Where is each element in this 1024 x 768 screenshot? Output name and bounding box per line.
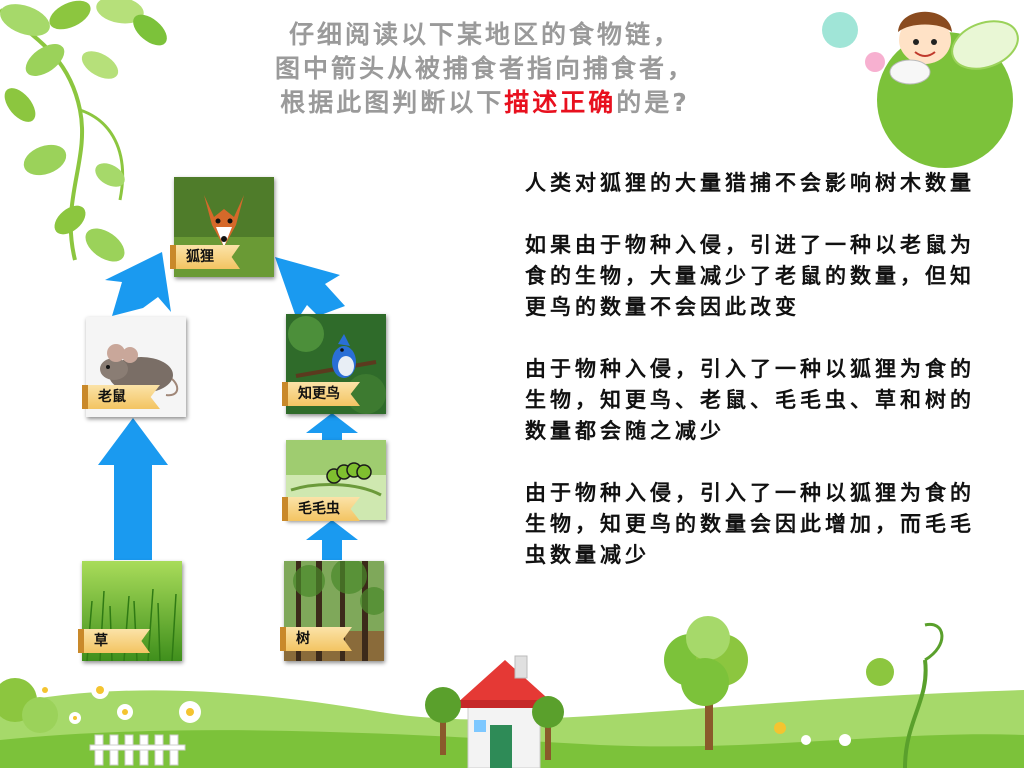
vine-decoration: [0, 0, 167, 262]
caterpillar-label: 毛毛虫: [282, 497, 360, 521]
question-line-1: 仔细阅读以下某地区的食物链，: [288, 20, 681, 49]
question-highlight: 描述正确: [504, 88, 617, 117]
option-c[interactable]: 由于物种入侵，引入了一种以狐狸为食的生物，知更鸟、老鼠、毛毛虫、草和树的数量都会…: [525, 357, 975, 443]
arrow-robin-to-fox: [275, 257, 345, 320]
child-mascot: [822, 11, 1019, 168]
landscape-decoration: [0, 616, 1024, 768]
arrow-caterpillar-to-robin: [306, 413, 358, 440]
mouse-label: 老鼠: [82, 385, 160, 409]
arrow-mouse-to-fox: [105, 252, 171, 316]
option-b[interactable]: 如果由于物种入侵，引进了一种以老鼠为食的生物，大量减少了老鼠的数量，但知更鸟的数…: [525, 233, 975, 319]
option-a[interactable]: 人类对狐狸的大量猎捕不会影响树木数量: [525, 171, 975, 195]
question-line-2: 图中箭头从被捕食者指向捕食者，: [274, 54, 695, 83]
arrow-grass-to-mouse: [98, 418, 168, 560]
option-d[interactable]: 由于物种入侵，引入了一种以狐狸为食的生物，知更鸟的数量会因此增加，而毛毛虫数量减…: [525, 481, 975, 567]
question-line-3: 根据此图判断以下描述正确的是?: [280, 88, 690, 117]
fox-label: 狐狸: [170, 245, 240, 269]
grass-label: 草: [78, 629, 150, 653]
house-illustration: [455, 655, 555, 768]
arrow-tree-to-caterpillar: [306, 520, 358, 560]
tree-label: 树: [280, 627, 352, 651]
food-chain-arrows: [98, 252, 358, 560]
question-text: 仔细阅读以下某地区的食物链， 图中箭头从被捕食者指向捕食者， 根据此图判断以下描…: [205, 18, 765, 120]
robin-label: 知更鸟: [282, 382, 360, 406]
answer-options: 人类对狐狸的大量猎捕不会影响树木数量 如果由于物种入侵，引进了一种以老鼠为食的生…: [525, 168, 975, 602]
